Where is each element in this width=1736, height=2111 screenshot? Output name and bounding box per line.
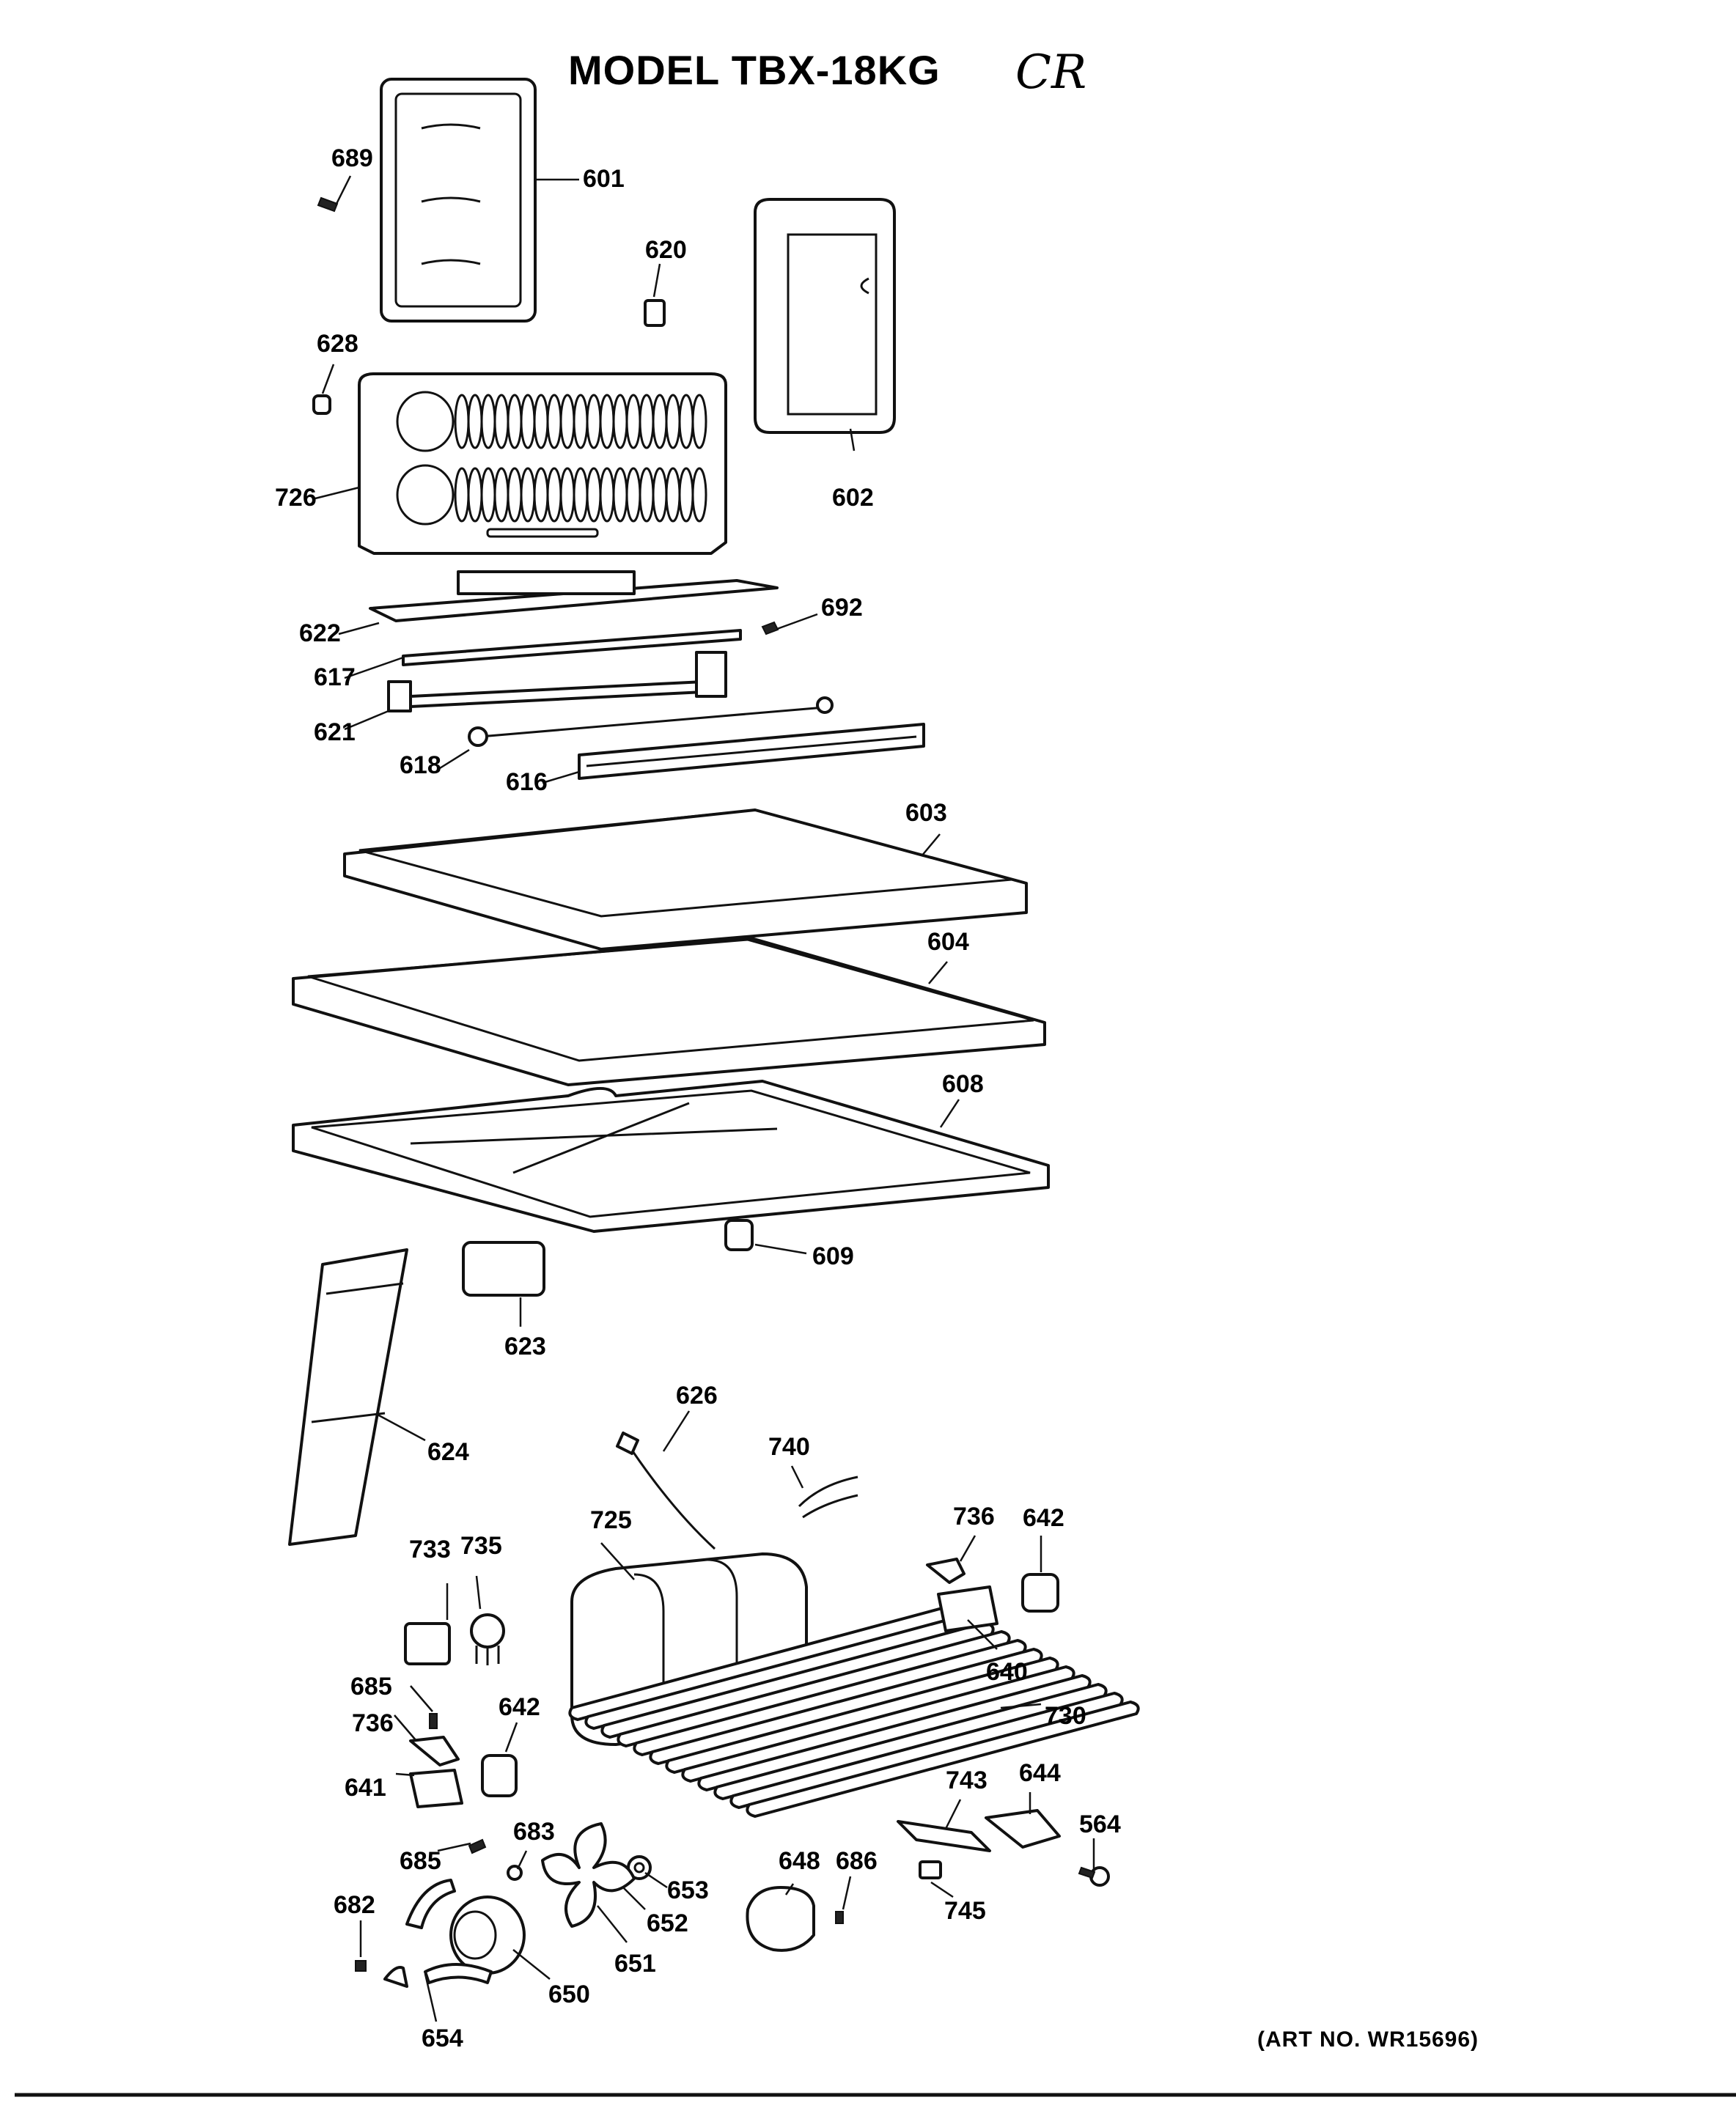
label-740: 740 bbox=[768, 1433, 810, 1461]
part-604-shelf bbox=[292, 937, 1046, 1086]
label-642-right: 642 bbox=[1023, 1504, 1064, 1532]
label-730: 730 bbox=[1045, 1702, 1086, 1730]
part-642-cap-right bbox=[1021, 1573, 1059, 1613]
part-564-screw bbox=[1078, 1866, 1110, 1887]
art-number: (ART NO. WR15696) bbox=[1257, 2027, 1479, 2052]
part-685-screw-lower bbox=[468, 1838, 487, 1854]
condenser-tube bbox=[746, 1701, 1140, 1818]
label-726: 726 bbox=[275, 484, 317, 512]
part-626-cord bbox=[616, 1432, 716, 1550]
label-626: 626 bbox=[676, 1382, 718, 1410]
part-648-cap bbox=[746, 1886, 815, 1952]
title-handwritten-note: CR bbox=[1015, 45, 1086, 100]
part-740-spring bbox=[798, 1476, 858, 1519]
part-620 bbox=[644, 299, 666, 327]
label-725: 725 bbox=[590, 1506, 632, 1534]
part-617-rail bbox=[402, 629, 742, 666]
part-labels: 689 601 620 602 628 726 622 692 617 621 … bbox=[275, 144, 1121, 2052]
label-733: 733 bbox=[409, 1536, 451, 1563]
label-685-upper: 685 bbox=[350, 1673, 392, 1701]
part-628 bbox=[312, 394, 331, 415]
leader-lines bbox=[315, 175, 1095, 2022]
label-628: 628 bbox=[317, 330, 358, 358]
part-623-cover bbox=[462, 1241, 545, 1297]
part-601-panel bbox=[380, 78, 537, 323]
part-736-clip-left bbox=[409, 1736, 460, 1766]
label-686: 686 bbox=[836, 1847, 878, 1875]
part-736-clip-right bbox=[926, 1558, 966, 1584]
part-608-tray bbox=[292, 1080, 1050, 1233]
label-743: 743 bbox=[946, 1766, 987, 1794]
part-686-screw bbox=[835, 1911, 844, 1924]
part-640-bracket bbox=[937, 1585, 998, 1632]
label-609: 609 bbox=[812, 1242, 854, 1270]
part-609-knob bbox=[724, 1219, 754, 1251]
coil-ring bbox=[691, 467, 707, 523]
part-685-screw-upper bbox=[429, 1713, 438, 1729]
part-622-tray bbox=[369, 570, 779, 622]
part-692-screw bbox=[761, 621, 779, 635]
label-654: 654 bbox=[422, 2025, 463, 2052]
label-648: 648 bbox=[779, 1847, 820, 1875]
part-745-clip bbox=[919, 1860, 942, 1879]
label-640: 640 bbox=[986, 1658, 1028, 1686]
label-616: 616 bbox=[506, 768, 548, 796]
label-735: 735 bbox=[460, 1532, 502, 1560]
part-644-bracket bbox=[985, 1809, 1061, 1849]
part-602-cover bbox=[754, 198, 896, 434]
part-641-bracket bbox=[409, 1769, 463, 1808]
part-743-strap bbox=[897, 1820, 991, 1852]
label-685-lower: 685 bbox=[400, 1847, 441, 1875]
part-733-relay bbox=[404, 1622, 451, 1665]
part-603-shelf bbox=[343, 808, 1028, 951]
label-603: 603 bbox=[905, 799, 947, 827]
part-642-cap-left bbox=[481, 1754, 518, 1797]
coil-ring bbox=[691, 394, 707, 449]
label-620: 620 bbox=[645, 236, 687, 264]
label-642-left: 642 bbox=[499, 1693, 540, 1721]
label-682: 682 bbox=[334, 1891, 375, 1919]
label-736-left: 736 bbox=[352, 1709, 394, 1737]
label-604: 604 bbox=[927, 928, 969, 956]
part-726-evaporator bbox=[358, 372, 727, 555]
part-650-fan-motor bbox=[449, 1896, 526, 1975]
part-618-rod bbox=[468, 696, 834, 747]
diagram-title: MODEL TBX-18KG bbox=[568, 47, 941, 93]
label-641: 641 bbox=[345, 1774, 386, 1802]
part-654-bracket bbox=[383, 1879, 493, 1988]
label-683: 683 bbox=[513, 1818, 555, 1846]
label-564: 564 bbox=[1079, 1810, 1121, 1838]
label-623: 623 bbox=[504, 1333, 546, 1360]
part-689-screw bbox=[317, 196, 339, 213]
label-617: 617 bbox=[314, 663, 356, 691]
part-682-screw bbox=[355, 1960, 367, 1972]
label-624: 624 bbox=[427, 1438, 469, 1466]
label-622: 622 bbox=[299, 619, 341, 647]
label-652: 652 bbox=[647, 1909, 688, 1937]
label-745: 745 bbox=[944, 1897, 986, 1925]
label-618: 618 bbox=[400, 751, 441, 779]
part-730-condenser bbox=[568, 1604, 1140, 1818]
part-624-duct bbox=[288, 1248, 408, 1546]
part-621-rail bbox=[387, 651, 727, 712]
label-653: 653 bbox=[667, 1876, 709, 1904]
label-608: 608 bbox=[942, 1070, 984, 1098]
label-689: 689 bbox=[331, 144, 373, 172]
label-736-right: 736 bbox=[953, 1503, 995, 1530]
label-644: 644 bbox=[1019, 1759, 1061, 1787]
label-650: 650 bbox=[548, 1981, 590, 2008]
label-692: 692 bbox=[821, 594, 863, 622]
part-616-rail bbox=[578, 723, 925, 780]
label-601: 601 bbox=[583, 165, 625, 193]
part-735-overload bbox=[470, 1613, 505, 1665]
label-651: 651 bbox=[614, 1950, 656, 1978]
label-602: 602 bbox=[832, 484, 874, 512]
label-621: 621 bbox=[314, 718, 356, 746]
part-651-fan-blade bbox=[541, 1822, 636, 1928]
part-683-washer bbox=[507, 1865, 523, 1881]
